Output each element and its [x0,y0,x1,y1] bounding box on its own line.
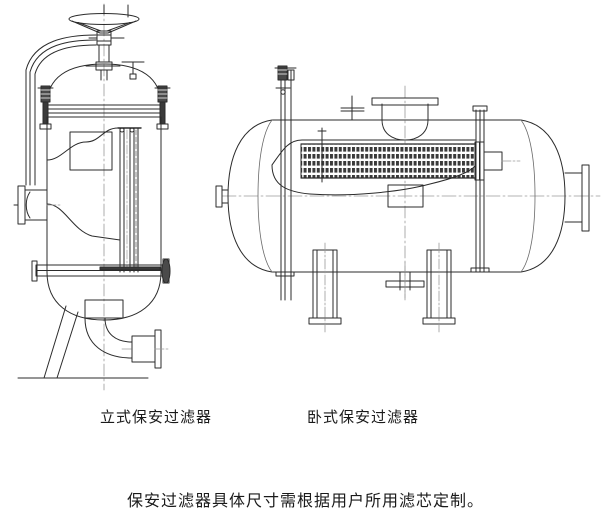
domed-head [46,63,162,106]
support-leg [43,305,79,379]
vent-pipe [25,34,97,186]
vertical-filter-group [13,3,171,391]
left-dished-head [227,119,273,273]
top-vent-nozzle [340,95,365,121]
left-side-nozzle [215,185,229,208]
footer-note: 保安过滤器具体尺寸需根据用户所用滤芯定制。 [126,491,484,510]
figure-label-vertical-filter: 立式保安过滤器 [100,408,213,426]
right-dished-head [520,119,566,273]
cartridge-bundle [300,143,476,179]
filter-cartridges [117,127,142,273]
drawing-canvas [13,3,601,391]
bottom-dished-head [46,271,162,321]
lower-drain-pipe [31,258,171,284]
level-gauge-column [274,65,297,301]
valve-stem [85,30,125,81]
support-leg-left [308,242,342,333]
swing-bolt-left [37,85,54,130]
outlet-nozzle-flange [564,164,590,232]
internal-baffle [46,127,141,161]
top-manway-nozzle [371,97,439,141]
swing-bolt-right [154,85,171,130]
internal-flow-outline [271,139,476,166]
center-detail-plate [387,184,424,208]
bottom-elbow-outlet [84,299,169,369]
gauge-column-foot [273,271,299,277]
bottom-drain-nozzle [385,261,425,301]
handwheel-icon [68,4,140,34]
support-leg-right [422,242,456,333]
technical-drawing-svg [13,3,601,391]
horizontal-filter-group [215,65,601,333]
bundle-tie-rod [317,127,327,183]
right-support-column [470,105,490,273]
tube-sheet [474,141,521,181]
figure-label-horizontal-filter: 卧式保安过滤器 [307,408,420,426]
side-nozzle-left [13,185,63,225]
